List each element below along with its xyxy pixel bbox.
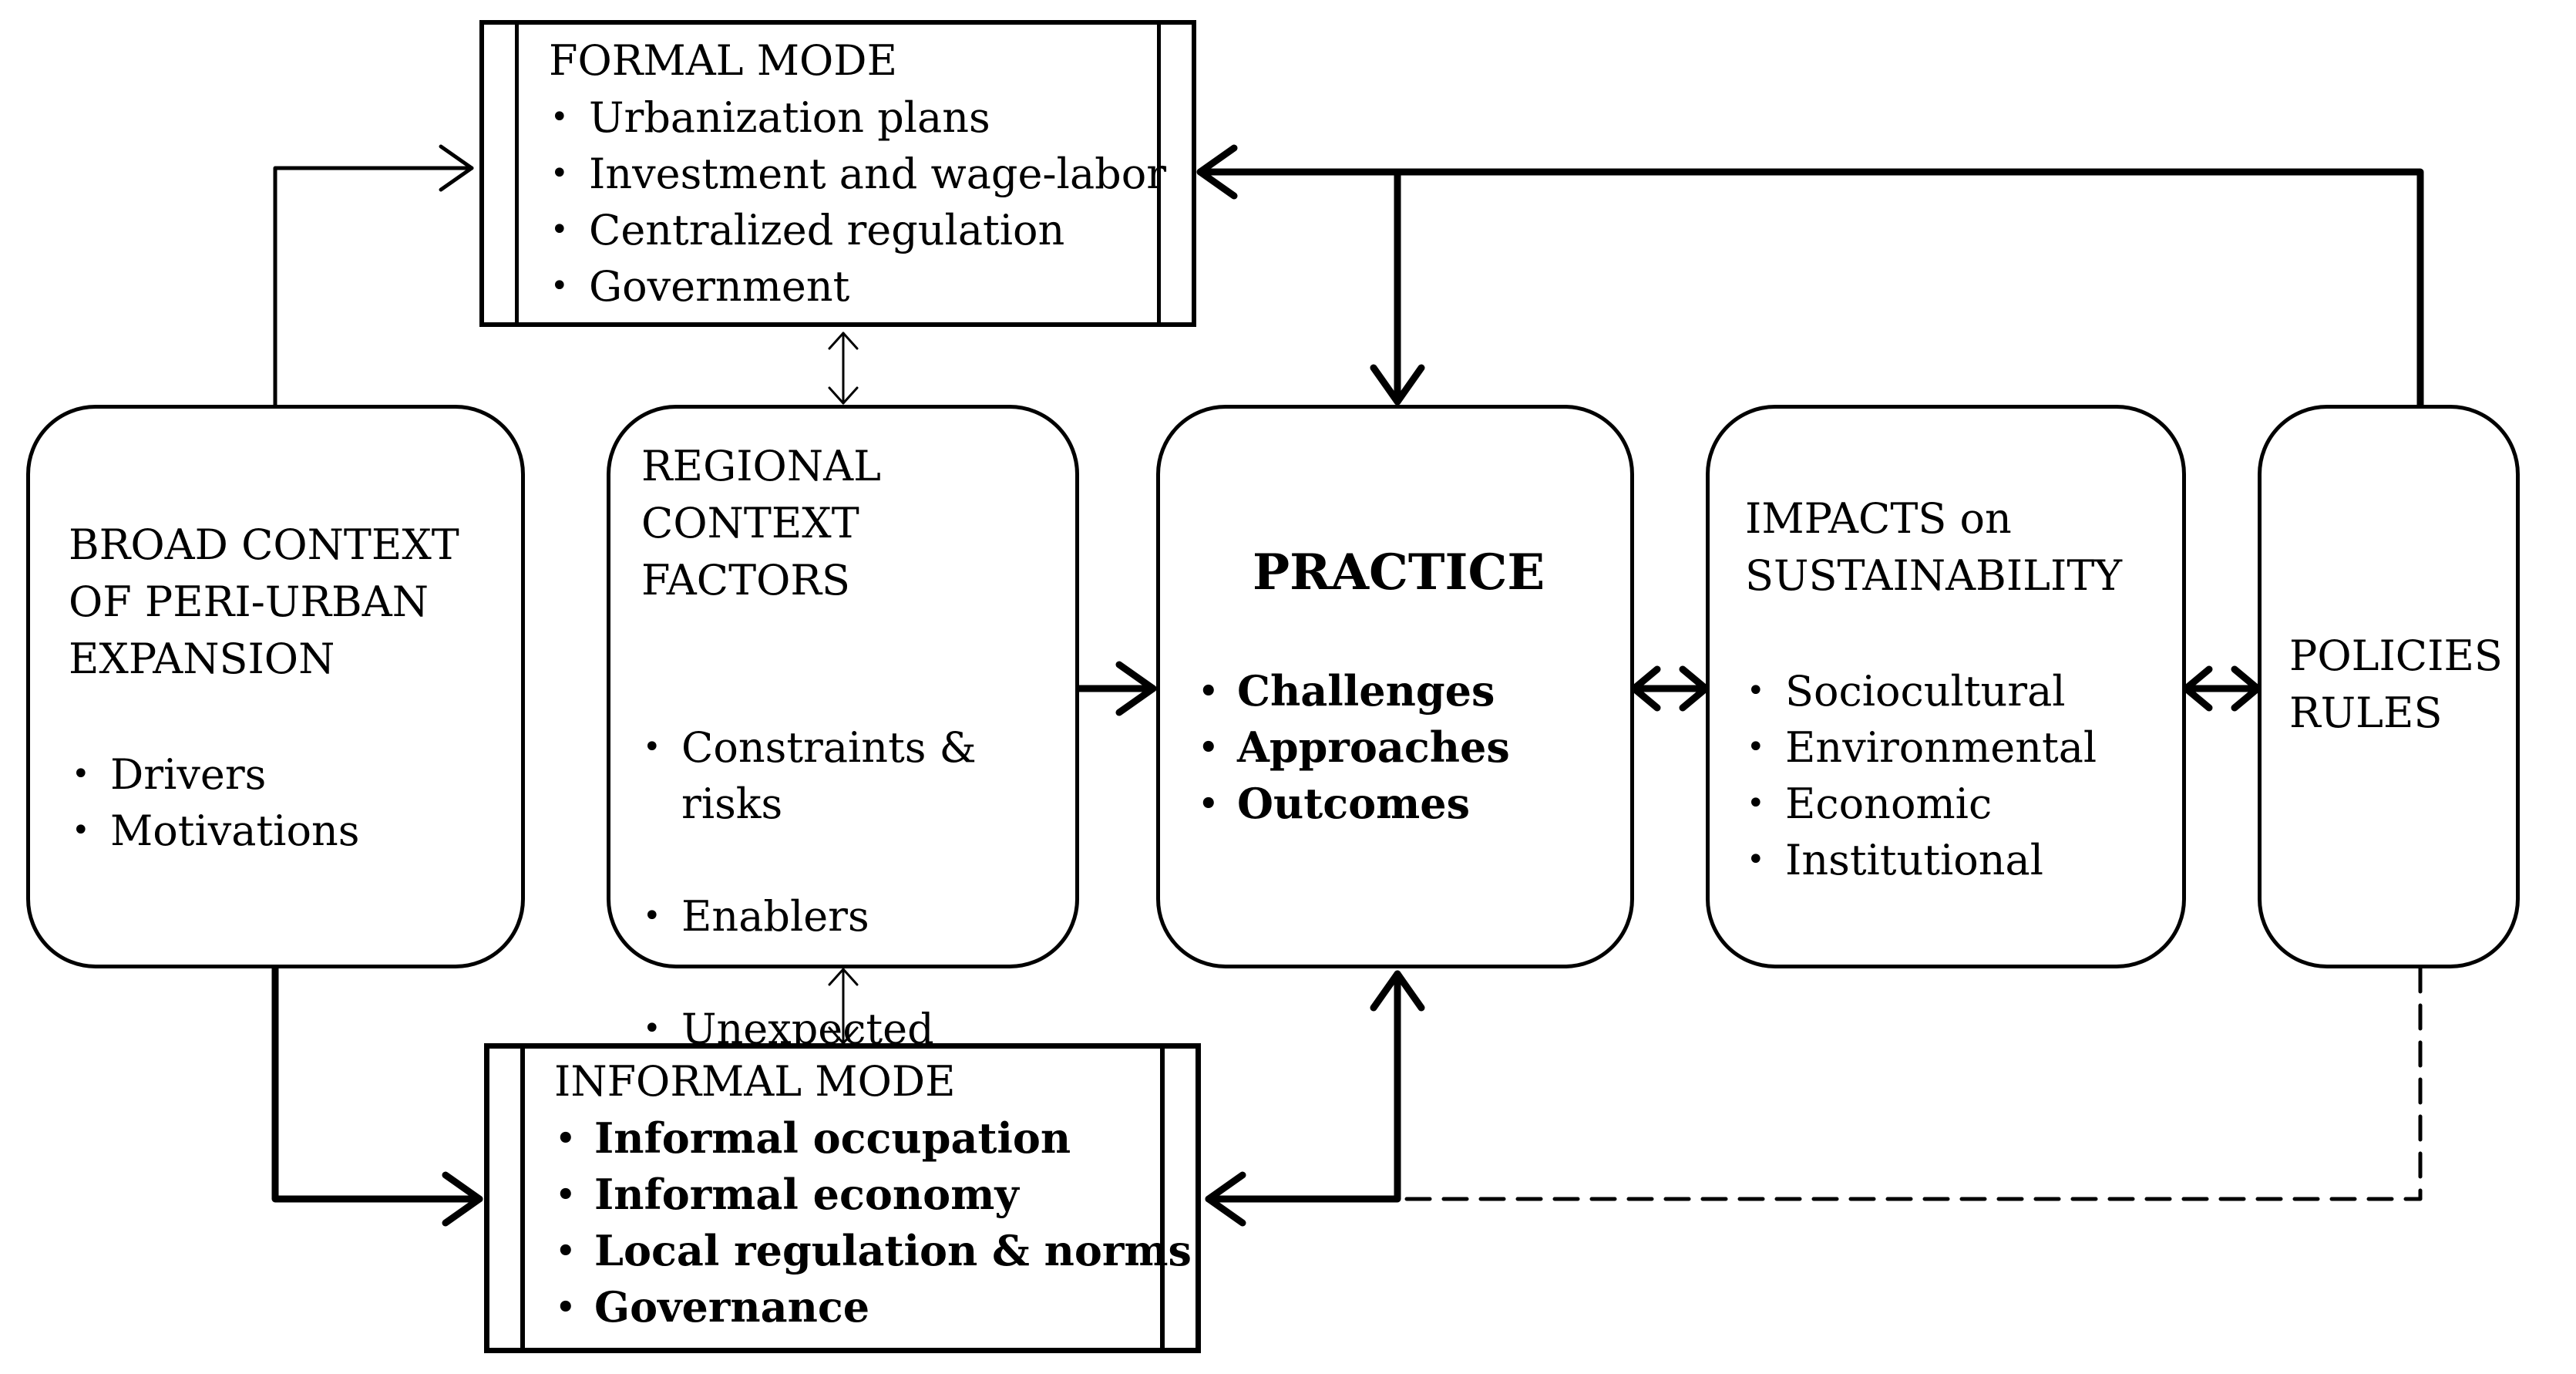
list-item: Centralized regulation [546, 202, 1166, 258]
practice-list: Challenges Approaches Outcomes [1194, 663, 1510, 832]
list-item: Governance [551, 1279, 1192, 1335]
arrowhead-broad-to-formal [439, 144, 474, 192]
arrow-practice-informal [1205, 970, 1401, 1203]
informal-mode-title: INFORMAL MODE [554, 1057, 956, 1106]
impacts-list: Sociocultural Environmental Economic Ins… [1742, 663, 2097, 888]
informal-mode-list: Informal occupation Informal economy Loc… [551, 1110, 1192, 1335]
formal-mode-list: Urbanization plans Investment and wage-l… [546, 89, 1166, 315]
informal-mode-box: INFORMAL MODE Informal occupation Inform… [484, 1043, 1201, 1353]
list-item: Outcomes [1194, 776, 1510, 832]
list-item: Motivations [67, 803, 359, 859]
formal-left-bar [515, 25, 519, 322]
list-item: Drivers [67, 746, 359, 803]
arrowhead-policies-to-formal [1196, 144, 1238, 200]
arrowhead-regional-formal-up [828, 332, 859, 350]
list-item: Sociocultural [1742, 663, 2097, 719]
list-item: Local regulation & norms [551, 1223, 1192, 1279]
list-item: Urbanization plans [546, 89, 1166, 146]
broad-context-list: Drivers Motivations [67, 746, 359, 859]
arrowhead-regional-to-practice [1115, 661, 1157, 716]
list-item: Economic [1742, 776, 2097, 832]
broad-context-box: BROAD CONTEXT OF PERI-URBAN EXPANSION Dr… [26, 405, 525, 968]
list-item: Approaches [1194, 719, 1510, 776]
list-item: Constraints & risks [638, 719, 977, 832]
arrowhead-practice-impacts-left [1630, 665, 1661, 712]
formal-mode-title: FORMAL MODE [549, 36, 897, 85]
practice-box: PRACTICE Challenges Approaches Outcomes [1156, 405, 1634, 968]
arrowhead-practice-informal-left [1205, 1171, 1246, 1227]
dashed-link-policies-informal [1395, 966, 2423, 1201]
arrow-policies-to-formal [1196, 168, 2424, 409]
arrowhead-impacts-policies-left [2182, 665, 2213, 712]
informal-left-bar [520, 1049, 525, 1348]
arrowhead-regional-formal-down [828, 386, 859, 405]
arrow-broad-to-informal [271, 965, 483, 1203]
regional-context-title: REGIONAL CONTEXT FACTORS [641, 442, 881, 604]
arrowhead-broad-to-informal [442, 1171, 483, 1227]
list-item: Informal occupation [551, 1110, 1192, 1167]
formal-mode-box: FORMAL MODE Urbanization plans Investmen… [479, 20, 1196, 327]
list-item: Enablers [638, 888, 977, 945]
list-item: Institutional [1742, 832, 2097, 888]
impacts-title: IMPACTS on SUSTAINABILITY [1745, 494, 2123, 600]
arrowhead-regional-informal-up [828, 968, 859, 986]
list-item: Challenges [1194, 663, 1510, 719]
list-item: Informal economy [551, 1167, 1192, 1223]
list-item: Investment and wage-labor [546, 146, 1166, 202]
list-item: Environmental [1742, 719, 2097, 776]
practice-title: PRACTICE [1253, 544, 1545, 601]
policies-box: POLICIES RULES [2258, 405, 2520, 968]
list-item: Government [546, 258, 1166, 315]
arrow-broad-to-formal [273, 166, 474, 407]
impacts-box: IMPACTS on SUSTAINABILITY Sociocultural … [1706, 405, 2186, 968]
broad-context-title: BROAD CONTEXT OF PERI-URBAN EXPANSION [69, 520, 459, 683]
arrowhead-loop-to-practice [1370, 364, 1425, 406]
arrowhead-practice-informal-up [1370, 970, 1425, 1012]
policies-title: POLICIES RULES [2289, 631, 2503, 737]
regional-context-box: REGIONAL CONTEXT FACTORS Constraints & r… [607, 405, 1079, 1110]
